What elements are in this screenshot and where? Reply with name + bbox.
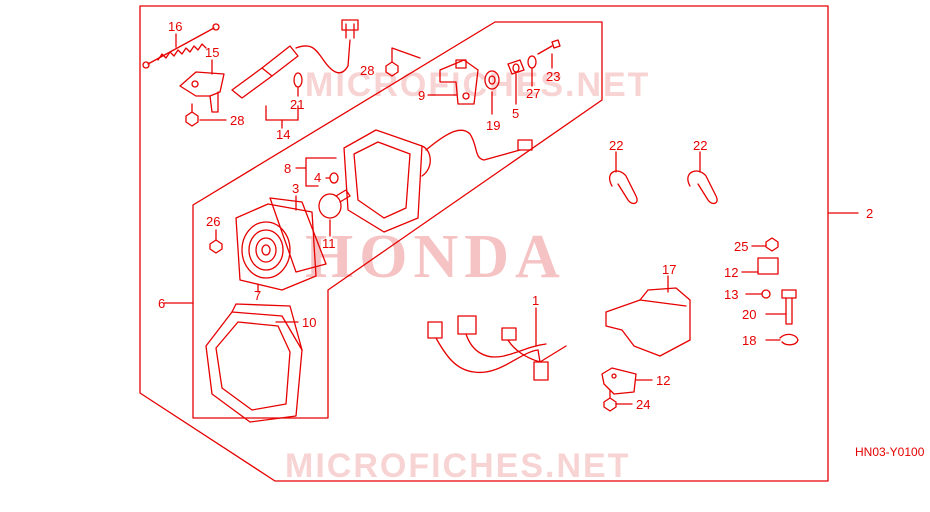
callout-28-left: 28 [230,113,244,128]
assembly-frame [139,5,829,482]
callout-8: 8 [284,161,291,176]
callout-7: 7 [254,288,261,303]
leader-line-28-top [391,47,421,63]
callout-23: 23 [546,69,560,84]
bulb-part [318,189,351,219]
callout-2: 2 [866,206,873,221]
lamp-guard-part [205,303,303,423]
wire-harness-part [427,315,567,381]
nut-part [761,289,771,299]
lamp-assembly-frame [192,21,603,419]
callout-18: 18 [742,333,756,348]
callout-20: 20 [742,307,756,322]
bolt-part-left [185,103,199,127]
callout-9: 9 [418,88,425,103]
bolt-part-24 [603,389,617,412]
clamp-part-right [687,170,718,205]
wire-clip-part [779,333,799,346]
spring-part [142,23,220,69]
reference-code: HN03-Y0100 [855,445,925,459]
bolt-part-25 [765,237,779,252]
callout-13: 13 [724,287,738,302]
relay-part [757,257,779,275]
gasket-part [269,197,327,273]
callout-15: 15 [205,45,219,60]
callout-11: 11 [322,236,336,251]
mount-bracket-part [439,59,479,105]
callout-12-upper: 12 [724,265,738,280]
callout-28-top: 28 [360,63,374,78]
callout-3: 3 [292,181,299,196]
socket-cable-part [231,19,359,99]
relay-cover-part [605,287,691,357]
callout-10: 10 [302,315,316,330]
callout-4: 4 [314,170,321,185]
bracket-part [179,71,225,113]
callout-16: 16 [168,19,182,34]
bolt-part-23 [537,39,561,55]
washer-part [527,55,537,69]
callout-22-left: 22 [609,138,623,153]
callout-14: 14 [276,127,290,142]
callout-17: 17 [662,262,676,277]
bulb-socket-part [329,172,339,184]
callout-24: 24 [636,397,650,412]
callout-26: 26 [206,214,220,229]
lamp-housing-part [343,129,533,233]
callout-6: 6 [158,296,165,311]
callout-21: 21 [290,97,304,112]
bolt-part-20 [781,289,797,325]
collar-part [507,59,525,75]
callout-22-right: 22 [693,138,707,153]
clamp-part-left [609,170,638,205]
screw-part-26 [209,229,223,254]
callout-27: 27 [526,86,540,101]
lens-part [235,203,317,291]
grommet-part [484,70,500,90]
callout-1: 1 [532,293,539,308]
callout-12-lower: 12 [656,373,670,388]
callout-25: 25 [734,239,748,254]
callout-5: 5 [512,106,519,121]
bolt-part-top [385,61,399,77]
callout-19: 19 [486,118,500,133]
relay-bracket-part [601,367,637,395]
clip-part [293,72,303,88]
